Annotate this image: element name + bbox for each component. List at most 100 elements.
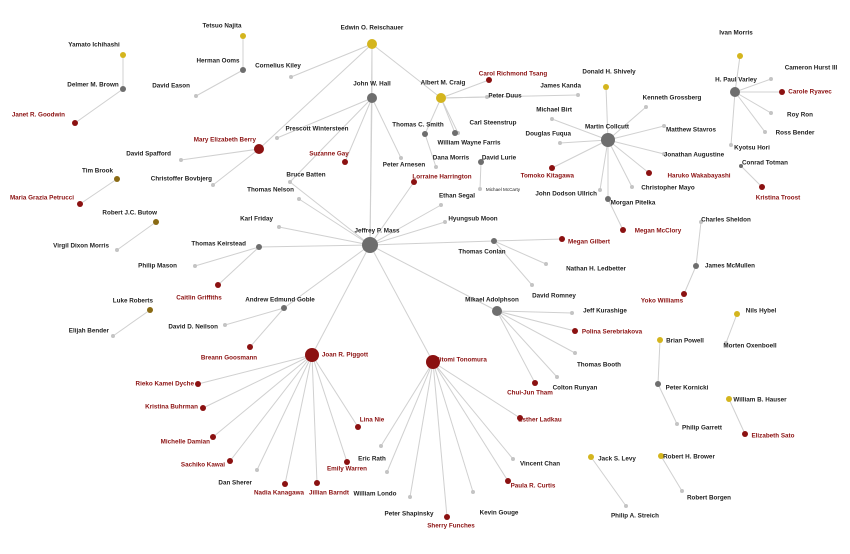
node-nie[interactable] (355, 424, 361, 430)
node-sato[interactable] (742, 431, 748, 437)
node-gouge[interactable] (471, 490, 475, 494)
node-hall[interactable] (367, 93, 377, 103)
node-booth[interactable] (573, 351, 577, 355)
node-totman[interactable] (739, 164, 743, 168)
node-sherer[interactable] (255, 468, 259, 472)
node-buhrman[interactable] (200, 405, 206, 411)
node-najita[interactable] (240, 33, 246, 39)
node-harrington[interactable] (411, 179, 417, 185)
node-goble[interactable] (281, 305, 287, 311)
node-ullrich[interactable] (598, 188, 602, 192)
node-mass[interactable] (362, 237, 378, 253)
node-dyche[interactable] (195, 381, 201, 387)
node-kurashige[interactable] (570, 311, 574, 315)
node-mccarty[interactable] (478, 187, 482, 191)
node-augustine[interactable] (662, 152, 666, 156)
node-collcutt[interactable] (601, 133, 615, 147)
node-levy[interactable] (588, 454, 594, 460)
node-butow[interactable] (153, 219, 159, 225)
node-kornicki[interactable] (655, 381, 661, 387)
node-ryavec[interactable] (779, 89, 785, 95)
node-ladkau[interactable] (517, 415, 523, 421)
node-goodwin[interactable] (72, 120, 78, 126)
node-kiley[interactable] (289, 75, 293, 79)
node-ooms[interactable] (240, 67, 246, 73)
node-grossberg[interactable] (644, 105, 648, 109)
node-rath[interactable] (379, 444, 383, 448)
node-craig[interactable] (436, 93, 446, 103)
node-elijah[interactable] (111, 334, 115, 338)
node-fuqua[interactable] (558, 141, 562, 145)
node-pitelka[interactable] (605, 196, 611, 202)
node-griffiths[interactable] (215, 282, 221, 288)
node-wintersteen[interactable] (275, 136, 279, 140)
node-mcclory[interactable] (620, 227, 626, 233)
node-farris[interactable] (452, 130, 458, 136)
node-serebriakova[interactable] (572, 328, 578, 334)
node-hori[interactable] (729, 143, 733, 147)
node-borgen[interactable] (680, 489, 684, 493)
node-conlan[interactable] (491, 238, 497, 244)
node-gilbert[interactable] (559, 236, 565, 242)
node-shively[interactable] (603, 84, 609, 90)
node-tonomura[interactable] (426, 355, 440, 369)
node-chan[interactable] (511, 457, 515, 461)
node-hurst[interactable] (769, 77, 773, 81)
node-kawai[interactable] (227, 458, 233, 464)
node-moon[interactable] (443, 220, 447, 224)
node-shapinsky[interactable] (408, 495, 412, 499)
node-keirstead[interactable] (256, 244, 262, 250)
node-piggott[interactable] (305, 348, 319, 362)
node-sheldon[interactable] (699, 220, 703, 224)
node-brown[interactable] (120, 86, 126, 92)
node-royron[interactable] (769, 111, 773, 115)
node-bender[interactable] (763, 130, 767, 134)
node-spafford[interactable] (179, 158, 183, 162)
node-mason[interactable] (193, 264, 197, 268)
node-lurie[interactable] (478, 159, 484, 165)
node-kanagawa[interactable] (282, 481, 288, 487)
node-petrucci[interactable] (77, 201, 83, 207)
node-smith[interactable] (422, 131, 428, 137)
node-varley[interactable] (730, 87, 740, 97)
node-neilson[interactable] (223, 323, 227, 327)
node-damian[interactable] (210, 434, 216, 440)
node-morris[interactable] (737, 53, 743, 59)
node-goosmann[interactable] (247, 344, 253, 350)
node-stavros[interactable] (662, 124, 666, 128)
node-roberts[interactable] (147, 307, 153, 313)
node-morrisdana[interactable] (434, 165, 438, 169)
node-streich[interactable] (624, 504, 628, 508)
node-londo[interactable] (385, 470, 389, 474)
node-garrett[interactable] (675, 422, 679, 426)
node-friday[interactable] (277, 225, 281, 229)
node-arnesen[interactable] (399, 156, 403, 160)
node-troost[interactable] (759, 184, 765, 190)
node-dixon[interactable] (115, 248, 119, 252)
node-batten[interactable] (288, 180, 292, 184)
node-curtis[interactable] (505, 478, 511, 484)
node-warren[interactable] (344, 459, 350, 465)
node-williams[interactable] (681, 291, 687, 297)
node-segal[interactable] (439, 203, 443, 207)
node-ledbetter[interactable] (544, 262, 548, 266)
node-duus[interactable] (485, 95, 489, 99)
node-mayo[interactable] (630, 185, 634, 189)
node-romney[interactable] (530, 283, 534, 287)
node-runyan[interactable] (555, 375, 559, 379)
node-tsang[interactable] (486, 77, 492, 83)
node-brower[interactable] (658, 453, 664, 459)
node-hauser[interactable] (726, 396, 732, 402)
node-reischauer[interactable] (367, 39, 377, 49)
node-barndt[interactable] (314, 480, 320, 486)
node-birt[interactable] (550, 117, 554, 121)
node-berry[interactable] (254, 144, 264, 154)
node-mcmullen[interactable] (693, 263, 699, 269)
node-kanda[interactable] (576, 93, 580, 97)
node-ichihashi[interactable] (120, 52, 126, 58)
node-kitagawa[interactable] (549, 165, 555, 171)
node-nelson[interactable] (297, 197, 301, 201)
node-powell[interactable] (657, 337, 663, 343)
node-hybel[interactable] (734, 311, 740, 317)
node-funches[interactable] (444, 514, 450, 520)
